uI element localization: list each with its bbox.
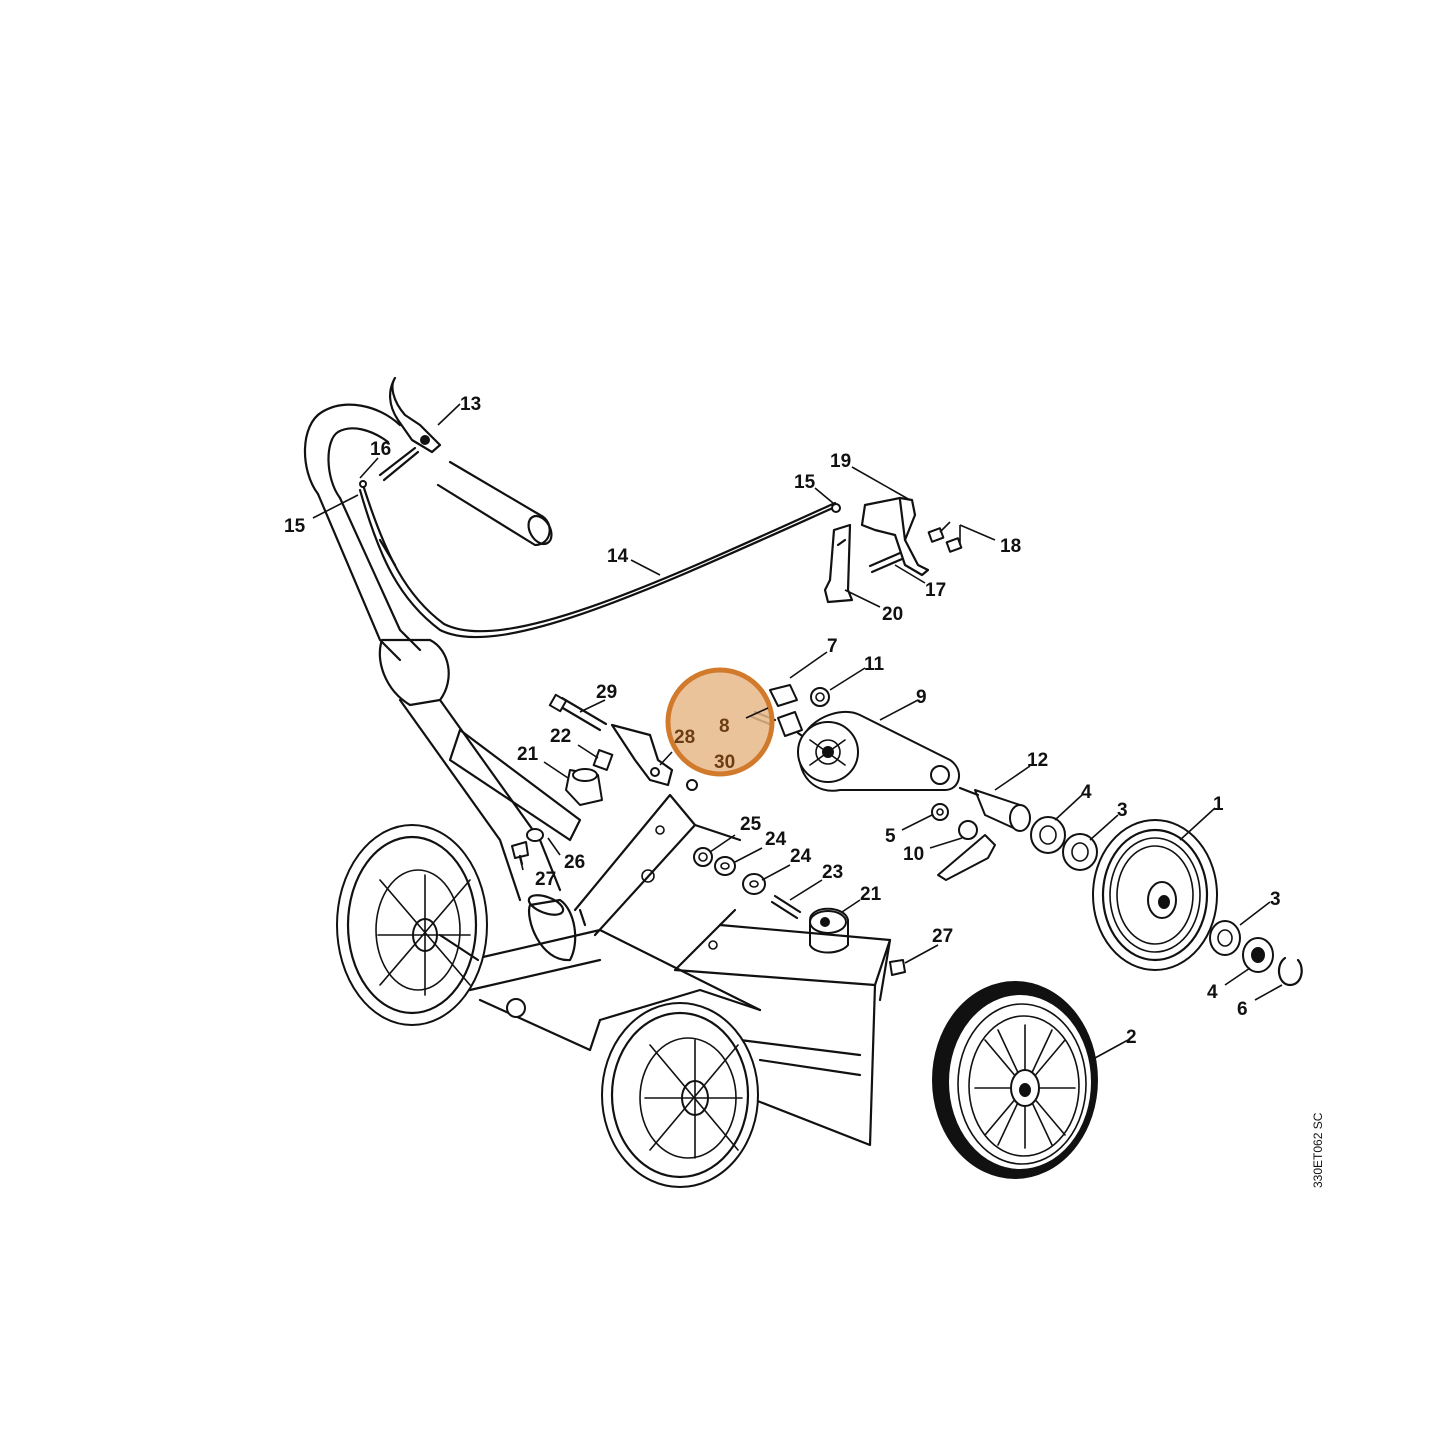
control-lever — [378, 376, 442, 482]
label-24-a: 24 — [765, 829, 787, 850]
label-24-b: 24 — [790, 846, 812, 867]
label-22: 22 — [550, 726, 571, 747]
label-19: 19 — [830, 451, 851, 472]
label-2: 2 — [1126, 1027, 1137, 1048]
label-10: 10 — [903, 844, 924, 865]
label-11: 11 — [864, 654, 885, 675]
lever-10 — [937, 820, 996, 881]
label-29: 29 — [596, 682, 617, 703]
label-3-upper: 3 — [1117, 800, 1128, 821]
bearing-4-upper — [1030, 816, 1066, 854]
label-14: 14 — [607, 546, 629, 567]
seal-3-upper — [1062, 833, 1098, 871]
label-30: 30 — [714, 752, 735, 773]
wheel-front — [601, 1002, 759, 1188]
label-27-left: 27 — [535, 869, 556, 890]
label-3-lower: 3 — [1270, 889, 1281, 910]
handle-bar — [303, 403, 582, 902]
label-1: 1 — [1213, 794, 1224, 815]
bushing-21-upper — [565, 768, 603, 806]
label-28: 28 — [674, 727, 695, 748]
washer-26 — [526, 828, 544, 842]
washer-24-b — [742, 873, 766, 895]
circlip-6 — [1277, 956, 1303, 987]
label-15-right: 15 — [794, 472, 816, 493]
label-13: 13 — [460, 394, 481, 415]
control-cable — [358, 480, 841, 639]
axle-12 — [958, 786, 1031, 832]
label-7: 7 — [827, 636, 838, 657]
washer-24-a — [714, 856, 736, 876]
label-9: 9 — [916, 687, 927, 708]
label-23: 23 — [822, 862, 843, 883]
label-21-upper: 21 — [517, 744, 539, 765]
label-4-lower: 4 — [1207, 982, 1218, 1003]
wheel-drive-housing — [797, 710, 960, 792]
spacer-22 — [592, 749, 614, 771]
label-21-lower: 21 — [860, 884, 882, 905]
label-15-left: 15 — [284, 516, 306, 537]
nut-30 — [686, 779, 698, 791]
label-6: 6 — [1237, 999, 1248, 1020]
label-27-right: 27 — [932, 926, 953, 947]
label-17: 17 — [925, 580, 946, 601]
bolt-27-left — [511, 841, 529, 866]
handle-grip — [436, 460, 553, 547]
label-5: 5 — [885, 826, 896, 847]
label-8: 8 — [719, 716, 730, 737]
wheel-1 — [1092, 819, 1218, 971]
bolt-29 — [548, 693, 608, 732]
seal-3-lower — [1209, 920, 1241, 956]
label-4-upper: 4 — [1081, 782, 1092, 803]
bearing-4-lower — [1242, 937, 1274, 973]
nut-25 — [693, 847, 713, 867]
wheel-2 — [932, 981, 1098, 1179]
label-16: 16 — [370, 439, 391, 460]
highlight-circle — [665, 667, 775, 777]
part-labels: 1 2 3 3 4 4 5 6 7 8 9 10 11 12 13 14 15 … — [284, 394, 1281, 1048]
nut-7 — [769, 684, 810, 742]
label-18: 18 — [1000, 536, 1021, 557]
bolt-27-right — [889, 959, 906, 976]
label-12: 12 — [1027, 750, 1048, 771]
washer-5 — [931, 803, 949, 821]
wheel-left — [336, 824, 488, 1026]
reference-code: 330ET062 SC — [1311, 1112, 1325, 1188]
label-20: 20 — [882, 604, 903, 625]
nut-11 — [810, 687, 830, 707]
label-25: 25 — [740, 814, 762, 835]
stud-23 — [770, 894, 802, 920]
bushing-21-lower — [809, 907, 849, 954]
leader-lines — [312, 403, 1283, 1059]
label-26: 26 — [564, 852, 585, 873]
bracket-28 — [610, 723, 674, 787]
